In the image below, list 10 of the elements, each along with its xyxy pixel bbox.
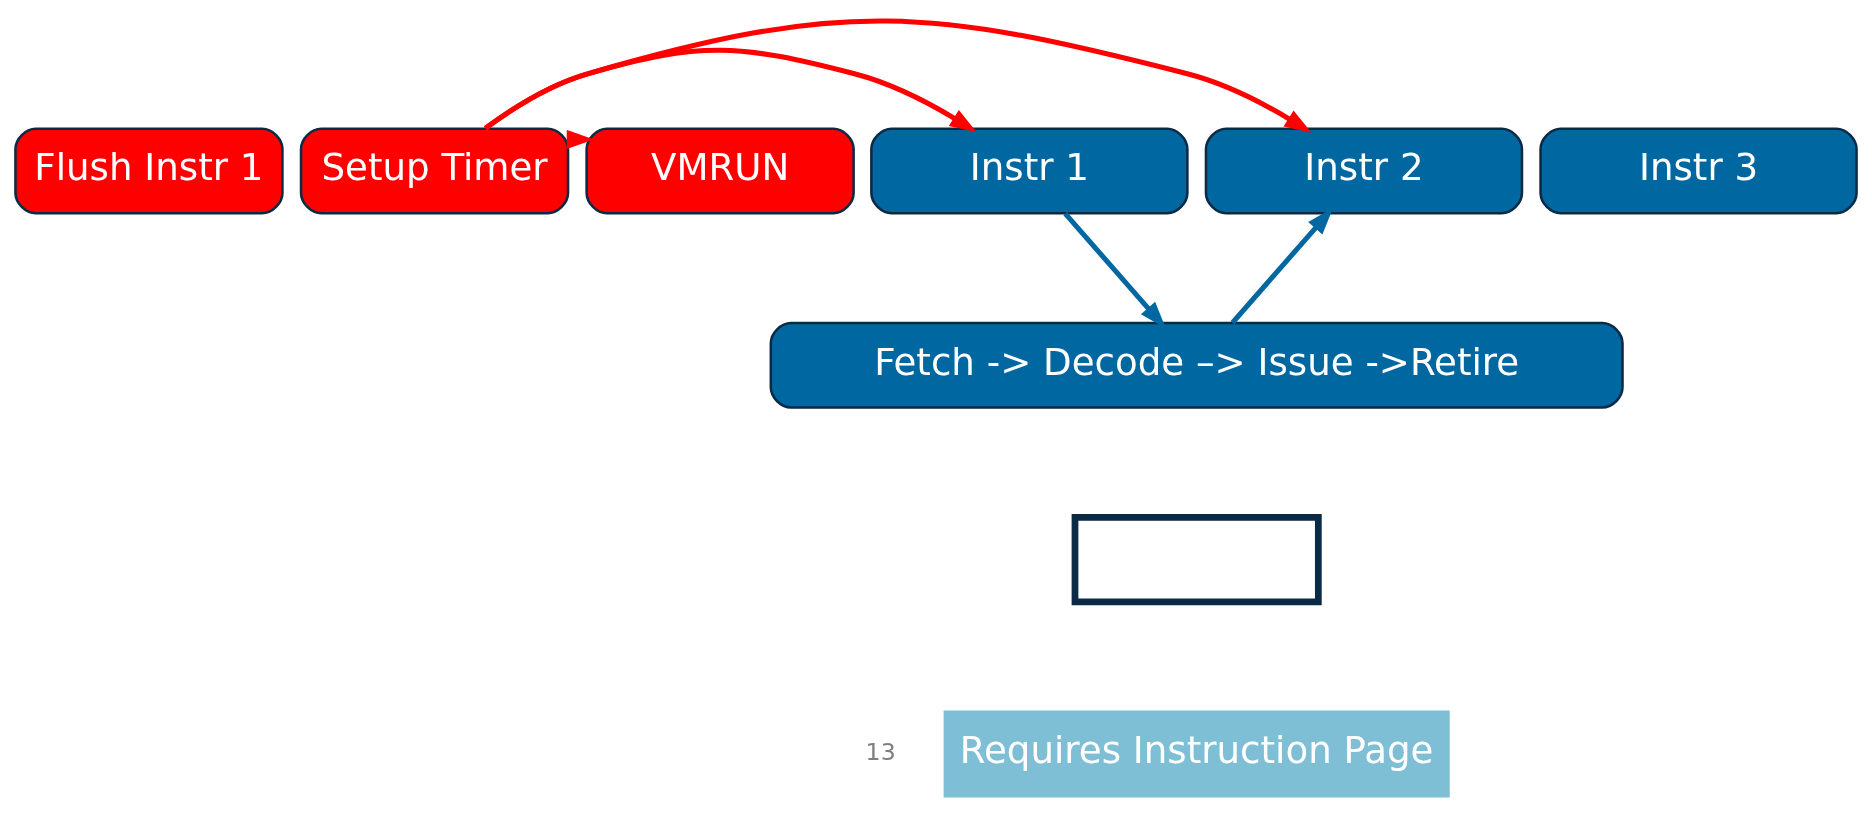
node-box: VMRUN — [585, 127, 855, 215]
node-box: Requires Instruction Page — [943, 710, 1450, 798]
node-box: Instr 2 — [1204, 127, 1524, 215]
node-box: Instr 1 — [870, 127, 1189, 215]
node-box: Fetch -> Decode –> Issue ->Retire — [769, 321, 1624, 409]
node-box — [1071, 514, 1322, 606]
label: 13 — [865, 738, 896, 767]
node-box: Flush Instr 1 — [14, 127, 284, 215]
node-box: Instr 3 — [1539, 127, 1858, 215]
arrow — [483, 18, 1312, 133]
